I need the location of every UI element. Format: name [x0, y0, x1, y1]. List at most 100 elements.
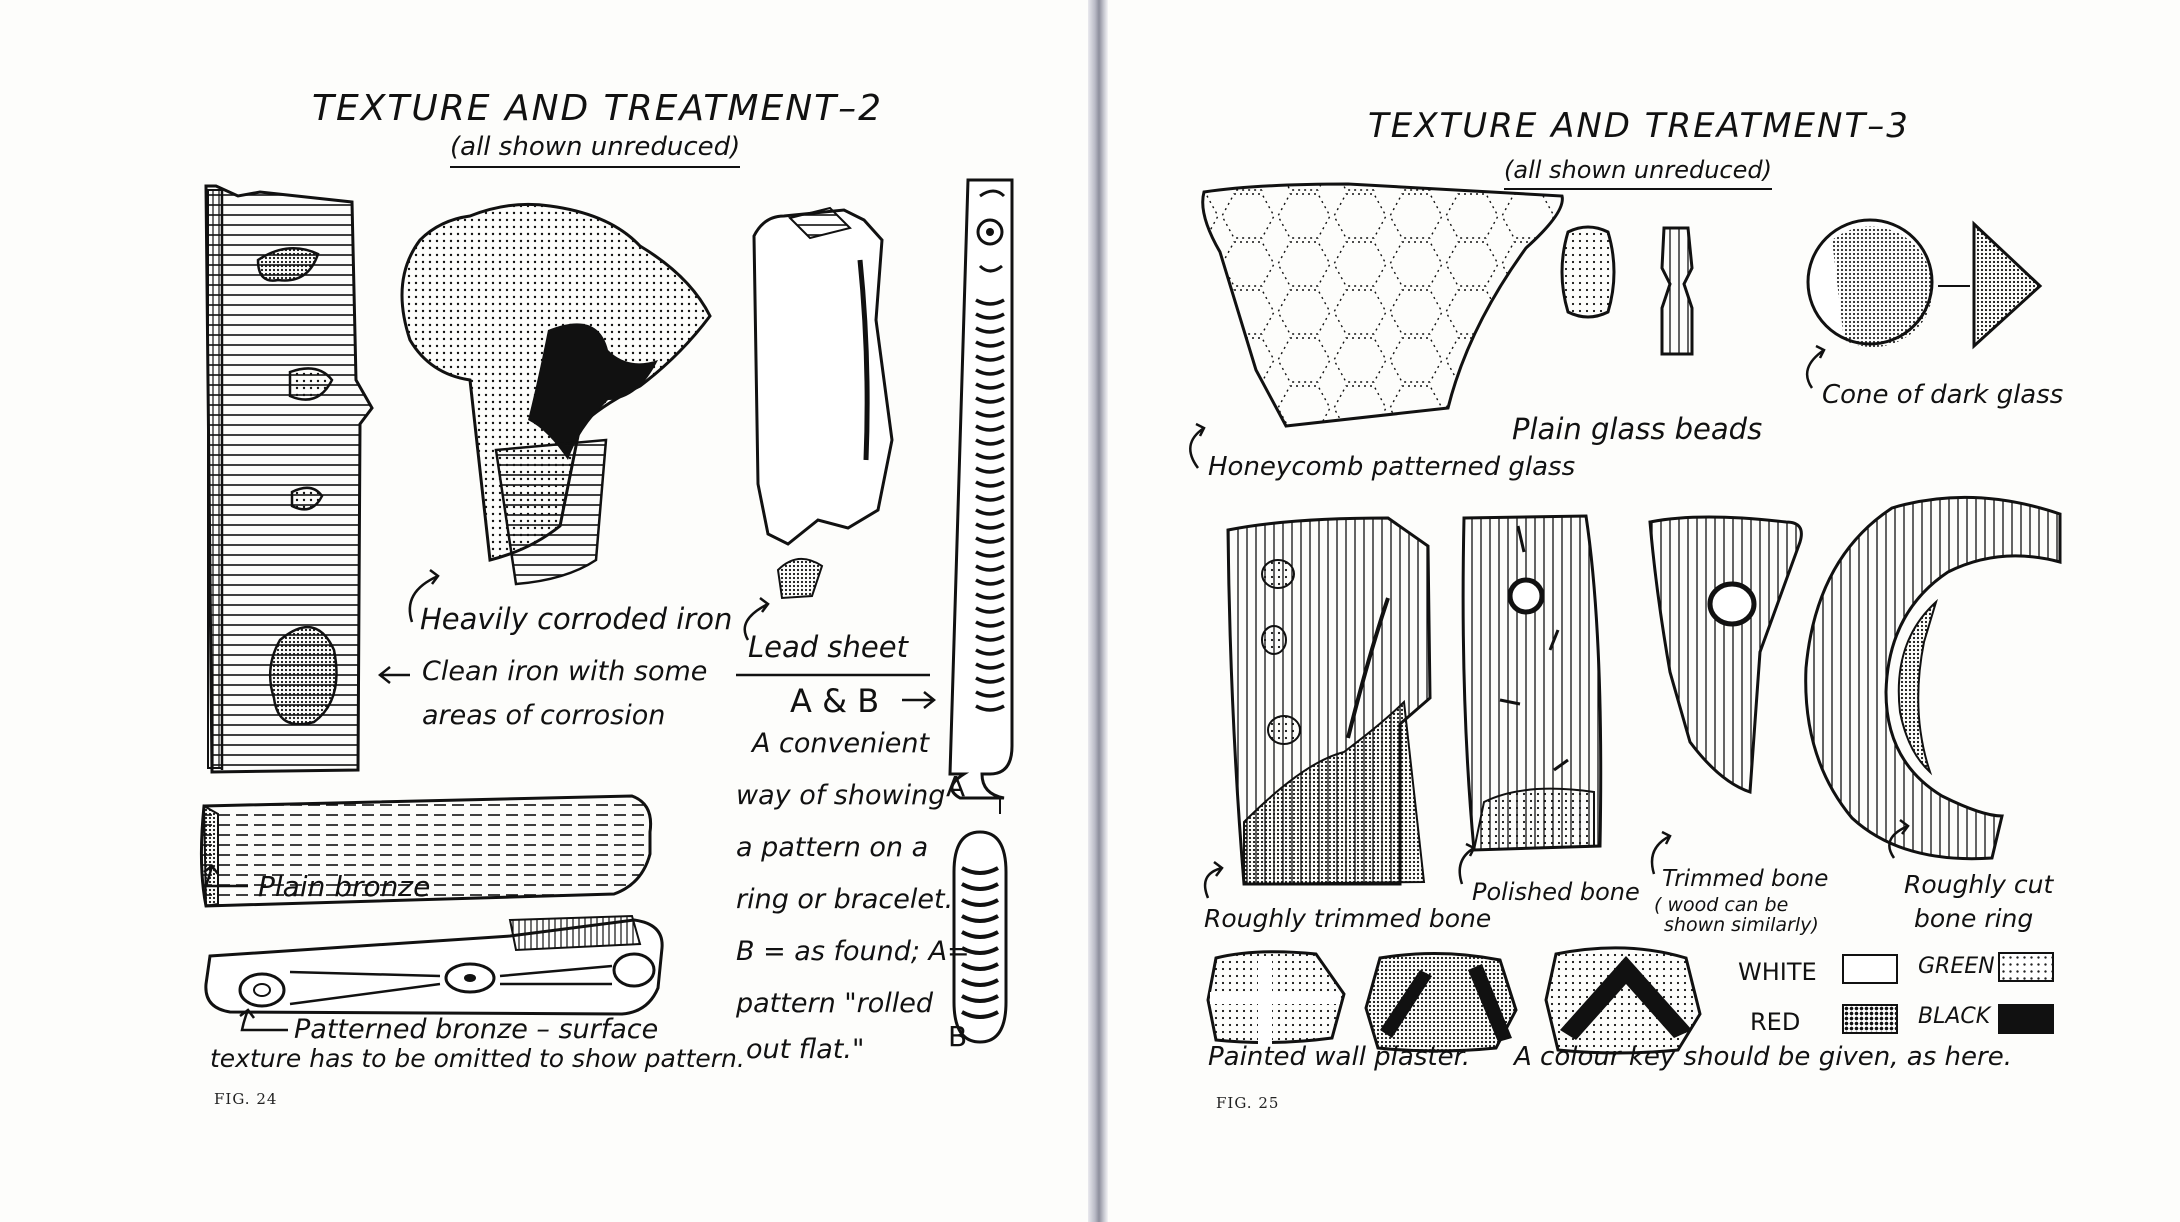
key-label-black: BLACK	[1918, 1004, 1991, 1029]
page-title-left: TEXTURE AND TREATMENT–2	[312, 88, 884, 129]
ring-rib	[975, 564, 1005, 572]
ring-rib	[975, 508, 1005, 516]
label-honeycomb-glass: Honeycomb patterned glass	[1208, 452, 1576, 482]
ring-rib	[975, 550, 1005, 558]
book-gutter	[1088, 0, 1108, 1222]
label-colour-key-note: A colour key should be given, as here.	[1514, 1042, 2012, 1072]
ring-rib	[975, 480, 1005, 488]
ring-b-rib	[961, 898, 999, 907]
ring-rib	[975, 438, 1005, 446]
label-clean-iron-line2: areas of corrosion	[422, 700, 666, 731]
polished-bone-drawing	[1461, 514, 1603, 852]
ring-rib	[975, 648, 1005, 656]
label-plain-glass-beads: Plain glass beads	[1512, 412, 1763, 446]
label-roughly-cut-line1: Roughly cut	[1904, 870, 2054, 899]
label-heavily-corroded-iron: Heavily corroded iron	[420, 602, 733, 636]
label-patterned-bronze-line1: Patterned bronze – surface	[294, 1014, 659, 1045]
ring-b-rib	[961, 914, 999, 923]
key-swatch-black	[1998, 1004, 2054, 1034]
label-polished-bone: Polished bone	[1472, 878, 1640, 906]
label-trimmed-bone-line3: shown similarly)	[1664, 914, 1819, 936]
clean-iron-drawing	[204, 184, 374, 774]
key-label-white: WHITE	[1738, 958, 1817, 986]
ring-rib	[975, 676, 1005, 684]
label-painted-wall-plaster: Painted wall plaster.	[1208, 1042, 1471, 1072]
label-lead-sheet: Lead sheet	[748, 630, 908, 664]
left-page-drawings	[199, 178, 1014, 1044]
label-ab-heading: A & B	[790, 682, 880, 720]
lead-sheet-drawing	[752, 206, 894, 600]
ring-rib	[975, 704, 1005, 712]
key-swatch-green	[1998, 952, 2054, 982]
page-subtitle-left: (all shown unreduced)	[450, 132, 741, 168]
ring-rib	[975, 354, 1005, 362]
painted-plaster-drawings	[1206, 946, 1702, 1055]
ring-rib	[975, 312, 1005, 320]
ring-rib	[975, 410, 1005, 418]
ring-rib	[975, 494, 1005, 502]
ring-pattern-a-drawing	[948, 178, 1014, 814]
plain-glass-beads-drawing	[1560, 225, 1694, 356]
ring-rib	[975, 620, 1005, 628]
label-roughly-trimmed-bone: Roughly trimmed bone	[1204, 904, 1492, 933]
ring-rib	[975, 396, 1005, 404]
ab-note-line: A convenient	[752, 728, 930, 759]
pointer-arrows-right	[1189, 344, 1910, 899]
label-plain-bronze: Plain bronze	[258, 870, 431, 903]
roughly-trimmed-bone-drawing	[1226, 516, 1432, 886]
key-swatch-white	[1842, 954, 1898, 984]
ring-b-rib	[961, 946, 999, 955]
cone-dark-glass-drawing	[1806, 218, 2043, 350]
ring-rib	[975, 382, 1005, 390]
label-patterned-bronze-line2: texture has to be omitted to show patter…	[210, 1044, 745, 1073]
ring-rib	[975, 690, 1005, 698]
ring-rib	[975, 522, 1005, 530]
trimmed-bone-drawing	[1648, 515, 1803, 795]
label-trimmed-bone-line1: Trimmed bone	[1662, 866, 1829, 892]
label-roughly-cut-line2: bone ring	[1914, 904, 2034, 933]
label-clean-iron-line1: Clean iron with some	[422, 656, 708, 687]
key-swatch-red	[1842, 1004, 1898, 1034]
ring-as-found-b-drawing	[952, 830, 1008, 1044]
page-title-right: TEXTURE AND TREATMENT–3	[1368, 106, 1910, 146]
ring-rib	[975, 298, 1005, 306]
ring-rib	[975, 452, 1005, 460]
ring-b-rib	[961, 866, 999, 875]
ring-b-rib	[961, 962, 999, 971]
ring-b-rib	[961, 1010, 999, 1019]
key-label-green: GREEN	[1918, 954, 1995, 979]
key-label-red: RED	[1750, 1008, 1801, 1036]
ring-b-rib	[961, 882, 999, 891]
ring-rib	[975, 578, 1005, 586]
ring-b-rib	[961, 930, 999, 939]
ab-note-line: way of showing	[736, 780, 946, 811]
ab-note-line: B = as found; A=	[736, 936, 970, 967]
ab-note-line: pattern "rolled	[736, 988, 934, 1019]
marker-b: B	[948, 1020, 968, 1053]
patterned-bronze-drawing	[204, 914, 664, 1016]
ring-rib	[975, 368, 1005, 376]
right-page: TEXTURE AND TREATMENT–3 (all shown unred…	[1108, 0, 2180, 1222]
ring-b-rib	[961, 978, 999, 987]
ring-rib	[975, 466, 1005, 474]
corroded-iron-drawing	[400, 202, 712, 586]
right-page-drawings	[1189, 182, 2062, 1055]
label-trimmed-bone-line2: ( wood can be	[1654, 894, 1789, 916]
bone-ring-drawing	[1804, 495, 2062, 861]
ring-rib	[975, 662, 1005, 670]
ring-rib	[975, 340, 1005, 348]
fig-label-right: FIG. 25	[1216, 1094, 1280, 1112]
honeycomb-glass-drawing	[1201, 182, 1564, 428]
ring-rib	[975, 634, 1005, 642]
ring-rib	[975, 536, 1005, 544]
ring-rib	[975, 326, 1005, 334]
ring-rib	[975, 424, 1005, 432]
marker-a: A	[946, 770, 966, 803]
pointer-arrows-left	[203, 569, 937, 1032]
label-cone-dark-glass: Cone of dark glass	[1822, 380, 2064, 410]
ab-note-line: a pattern on a	[736, 832, 929, 863]
left-page: TEXTURE AND TREATMENT–2 (all shown unred…	[0, 0, 1088, 1222]
ring-rib	[975, 592, 1005, 600]
ab-note-line: out flat."	[746, 1034, 865, 1065]
ring-rib	[975, 606, 1005, 614]
